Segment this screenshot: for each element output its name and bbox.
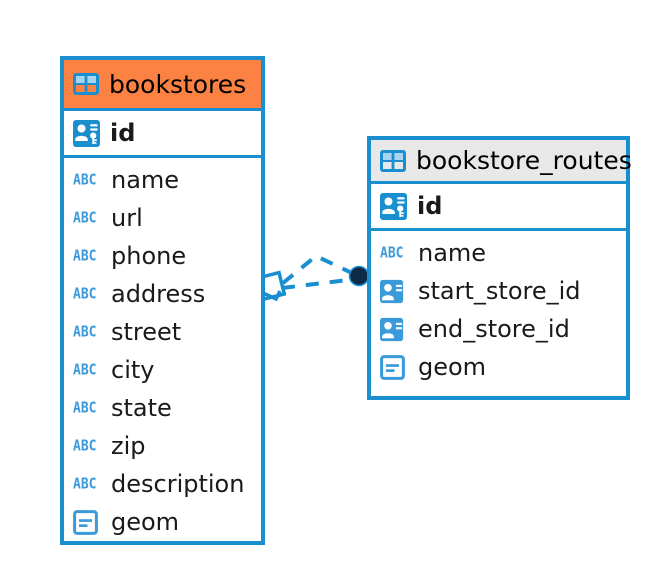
field-label: name bbox=[418, 239, 487, 267]
field-list-bookstore-routes: ABC name start_store_id bbox=[371, 231, 626, 386]
table-icon bbox=[73, 73, 99, 95]
field-label: geom bbox=[111, 508, 180, 536]
text-type-icon: ABC bbox=[73, 475, 97, 493]
field-label: zip bbox=[111, 432, 146, 460]
primary-key-section-bookstores: id bbox=[64, 111, 261, 158]
field-row-name[interactable]: ABC name bbox=[371, 234, 626, 272]
entity-bookstores[interactable]: bookstores id bbox=[60, 56, 265, 545]
field-label: url bbox=[111, 204, 143, 232]
field-row-geom[interactable]: geom bbox=[64, 503, 261, 541]
text-type-icon: ABC bbox=[73, 285, 97, 303]
field-row-city[interactable]: ABC city bbox=[64, 351, 261, 389]
entity-header-bookstores[interactable]: bookstores bbox=[64, 60, 261, 111]
field-label: city bbox=[111, 356, 155, 384]
text-type-icon: ABC bbox=[73, 437, 97, 455]
entity-bookstore-routes[interactable]: bookstore_routes bbox=[367, 136, 632, 400]
field-row-description[interactable]: ABC description bbox=[64, 465, 261, 503]
rhombus-marker-tail bbox=[262, 290, 282, 302]
text-type-icon: ABC bbox=[380, 244, 404, 262]
field-row-name[interactable]: ABC name bbox=[64, 161, 261, 199]
field-row-geom[interactable]: geom bbox=[371, 348, 626, 386]
field-row-id[interactable]: id bbox=[64, 111, 261, 155]
field-label: street bbox=[111, 318, 182, 346]
field-row-id[interactable]: id bbox=[371, 184, 626, 228]
field-label: phone bbox=[111, 242, 187, 270]
field-label: id bbox=[417, 192, 443, 220]
field-label: state bbox=[111, 394, 172, 422]
text-type-icon: ABC bbox=[73, 247, 97, 265]
foreign-key-icon bbox=[380, 317, 408, 342]
field-row-zip[interactable]: ABC zip bbox=[64, 427, 261, 465]
text-type-icon: ABC bbox=[73, 399, 97, 417]
field-row-state[interactable]: ABC state bbox=[64, 389, 261, 427]
geometry-type-icon bbox=[73, 509, 101, 535]
entity-title: bookstores bbox=[109, 69, 247, 99]
table-icon bbox=[380, 149, 406, 172]
text-type-icon: ABC bbox=[73, 209, 97, 227]
entity-title: bookstore_routes bbox=[416, 146, 632, 175]
relationship-line-straight bbox=[281, 277, 357, 290]
foreign-key-icon bbox=[380, 279, 408, 304]
primary-key-section-bookstore-routes: id bbox=[371, 184, 626, 231]
field-list-bookstores: ABC name ABC url ABC phone ABC address A… bbox=[64, 158, 261, 541]
field-row-phone[interactable]: ABC phone bbox=[64, 237, 261, 275]
field-label: start_store_id bbox=[418, 277, 581, 305]
entity-header-bookstore-routes[interactable]: bookstore_routes bbox=[371, 140, 632, 184]
field-row-url[interactable]: ABC url bbox=[64, 199, 261, 237]
primary-key-icon bbox=[380, 192, 407, 220]
field-label: end_store_id bbox=[418, 315, 570, 343]
filled-circle-marker-ring bbox=[348, 265, 370, 287]
field-label: id bbox=[110, 119, 136, 147]
field-label: address bbox=[111, 280, 206, 308]
text-type-icon: ABC bbox=[73, 323, 97, 341]
filled-circle-marker-icon bbox=[349, 266, 369, 286]
field-row-street[interactable]: ABC street bbox=[64, 313, 261, 351]
field-row-start-store-id[interactable]: start_store_id bbox=[371, 272, 626, 310]
text-type-icon: ABC bbox=[73, 171, 97, 189]
field-row-end-store-id[interactable]: end_store_id bbox=[371, 310, 626, 348]
relationship-line-arc bbox=[281, 253, 357, 285]
primary-key-icon bbox=[73, 119, 100, 147]
geometry-type-icon bbox=[380, 354, 408, 380]
field-label: name bbox=[111, 166, 180, 194]
field-label: geom bbox=[418, 353, 487, 381]
field-row-address[interactable]: ABC address bbox=[64, 275, 261, 313]
text-type-icon: ABC bbox=[73, 361, 97, 379]
field-label: description bbox=[111, 470, 245, 498]
